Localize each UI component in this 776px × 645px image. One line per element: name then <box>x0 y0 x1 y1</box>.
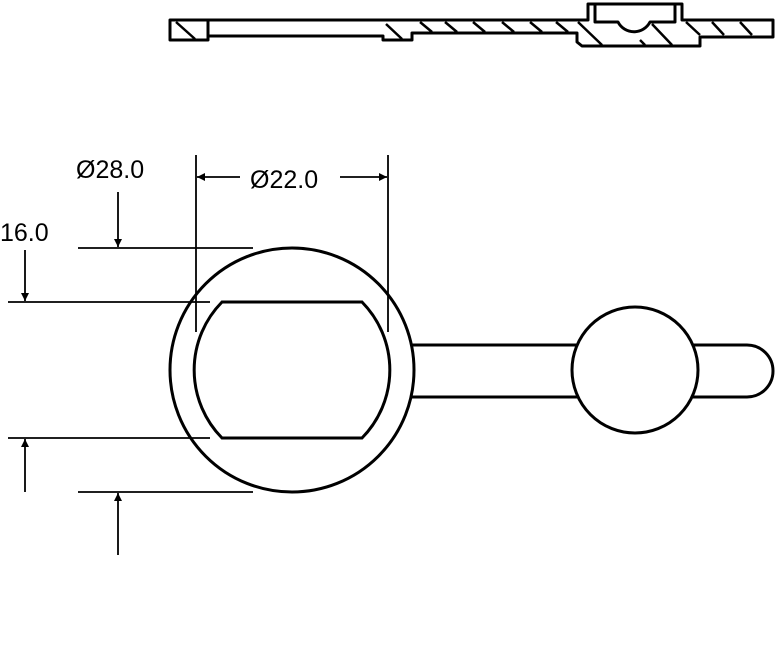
section-outline <box>168 2 775 48</box>
ball <box>570 305 700 435</box>
inner-opening <box>192 300 392 440</box>
dimension-lines <box>8 155 389 555</box>
outer-diameter-label: Ø28.0 <box>76 156 144 184</box>
flat-width-label: 16.0 <box>0 219 49 247</box>
hatching <box>175 21 753 46</box>
plan-view <box>168 246 775 494</box>
section-view <box>168 2 775 48</box>
stem <box>412 343 775 399</box>
outer-ring <box>168 246 416 494</box>
cap-outline <box>593 4 677 34</box>
inner-diameter-label: Ø22.0 <box>250 166 318 194</box>
